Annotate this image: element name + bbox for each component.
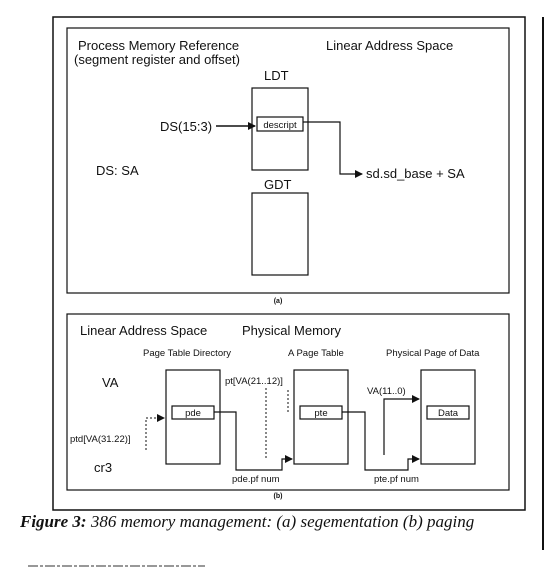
va-offset-arrow	[383, 395, 420, 455]
figure-caption: Figure 3: 386 memory management: (a) seg…	[20, 512, 540, 532]
selector-label: DS(15:3)	[160, 119, 212, 134]
ds-sa-label: DS: SA	[96, 163, 139, 178]
gdt-label: GDT	[264, 177, 292, 192]
physical-memory-label: Physical Memory	[242, 323, 341, 338]
panel-b-label: (b)	[274, 493, 283, 500]
va-offset-label: VA(11..0)	[367, 386, 406, 397]
paging-panel: Linear Address Space Physical Memory Pag…	[66, 313, 510, 500]
pde-pfnum-label: pde.pf num	[232, 474, 280, 485]
linear-address-space-label: Linear Address Space	[326, 38, 453, 53]
paging-panel-frame	[66, 313, 510, 491]
linear-result-label: sd.sd_base + SA	[366, 166, 465, 181]
cr3-pointer	[145, 414, 165, 450]
process-reference-line1: Process Memory Reference	[78, 38, 239, 53]
pt-index-label: pt[VA(21..12)]	[225, 376, 283, 387]
physical-page-title: Physical Page of Data	[386, 348, 480, 359]
page-table-title: A Page Table	[288, 348, 344, 359]
segmentation-panel: Process Memory Reference (segment regist…	[66, 27, 510, 305]
pte-to-page-connector	[342, 411, 420, 471]
pde-label: pde	[185, 408, 201, 419]
pde-to-pagetable-connector	[214, 411, 293, 471]
caption-figure-label: Figure 3:	[20, 512, 87, 531]
pte-pfnum-label: pte.pf num	[374, 474, 419, 485]
caption-text: 386 memory management: (a) segementation…	[90, 512, 475, 531]
figure-outer-frame	[52, 16, 526, 511]
ldt-label: LDT	[264, 68, 289, 83]
descriptor-label: descript	[263, 120, 297, 131]
page-table-directory-title: Page Table Directory	[143, 348, 231, 359]
data-entry	[426, 405, 470, 420]
panel-a-label: (a)	[274, 298, 283, 305]
cr3-label: cr3	[94, 460, 112, 475]
va-label: VA	[102, 375, 119, 390]
process-reference-line2: (segment register and offset)	[74, 52, 240, 67]
data-label: Data	[438, 408, 459, 419]
gdt-table	[251, 192, 309, 276]
segmentation-panel-frame	[66, 27, 510, 294]
descriptor-entry	[256, 116, 304, 132]
ptd-index-label: ptd[VA(31.22)]	[70, 434, 131, 445]
descriptor-to-base-connector	[303, 121, 363, 178]
paging-linear-space-label: Linear Address Space	[80, 323, 207, 338]
pte-label: pte	[314, 408, 327, 419]
